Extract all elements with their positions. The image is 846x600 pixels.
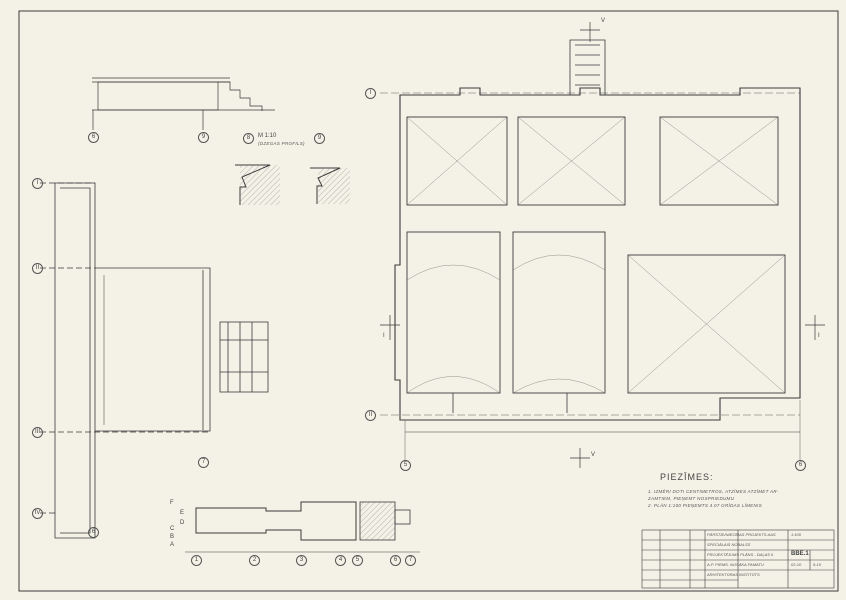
grid-bubble: 6 xyxy=(390,555,401,566)
title-scale: 1:100 xyxy=(791,532,802,537)
grid-bubble: III xyxy=(32,427,43,438)
title-block xyxy=(641,529,835,589)
section-mark: V xyxy=(591,452,596,458)
detail-mark: 9 xyxy=(314,133,325,144)
title-sheet-name: PROJEKTĒJUMS PLĀNS - DAĻAS II xyxy=(707,552,774,557)
row-label: B xyxy=(170,534,175,540)
grid-bubble: 6 xyxy=(88,132,99,143)
title-object: SPECIĀLAIS NOBALSS xyxy=(707,542,751,547)
grid-bubble: IV xyxy=(32,508,43,519)
grid-bubble: I xyxy=(365,88,376,99)
grid-bubble: 7 xyxy=(405,555,416,566)
row-label: D xyxy=(180,520,185,526)
row-label: A xyxy=(170,542,175,548)
title-content: A.P. PIRMS. NOSĀKA PAMATU xyxy=(707,562,764,567)
grid-bubble: 3 xyxy=(296,555,307,566)
section-mark: I xyxy=(383,333,385,339)
detail-mark: 8 xyxy=(243,133,254,144)
grid-bubble: 6 xyxy=(795,460,806,471)
left-foundation-plan xyxy=(40,182,269,539)
title-number: 02-10 xyxy=(791,562,802,567)
detail-scale: M 1:10 xyxy=(258,133,277,139)
section-mark: I xyxy=(818,333,820,339)
grid-bubble: 7 xyxy=(198,457,209,468)
note-line: ZAMTIEM, PIEŅEMT NOSPRIEDUMU xyxy=(648,496,735,501)
sheet-border xyxy=(18,10,839,592)
grid-bubble: 9 xyxy=(198,132,209,143)
row-label: F xyxy=(170,500,174,506)
title-org: ARHITEKTŪRAS INSTITŪTS xyxy=(707,572,760,577)
row-label: C xyxy=(170,526,175,532)
grid-bubble: II xyxy=(365,410,376,421)
grid-bubble: 5 xyxy=(352,555,363,566)
main-floor-plan xyxy=(380,22,825,468)
rooms xyxy=(406,116,786,394)
foundation-strip-plan xyxy=(185,501,420,553)
title-code: BBE.1 xyxy=(791,551,809,557)
elevation-view xyxy=(92,77,275,130)
grid-bubble: 1 xyxy=(191,555,202,566)
note-line: 1. IZMĒRI DOTI CENTIMETROS, ATZĪMES ATZĪ… xyxy=(648,489,779,494)
title-sheet-no: 9-10 xyxy=(813,562,822,567)
row-label: E xyxy=(180,510,185,516)
grid-bubble: I xyxy=(32,178,43,189)
title-project: PĀRSTĀVNIECĪBAS PROJEKTS AAS xyxy=(707,532,776,537)
grid-bubble: 6 xyxy=(88,527,99,538)
grid-bubble: II xyxy=(32,263,43,274)
grid-bubble: 2 xyxy=(249,555,260,566)
notes-title: PIEZĪMES: xyxy=(660,472,714,482)
grid-bubble: 5 xyxy=(400,460,411,471)
section-mark: V xyxy=(601,18,606,24)
detail-caption: (DZEGAS PROFILS) xyxy=(258,141,305,146)
note-line: 2. PLĀN 1:100 PIEŅEMTS 4.07 GRĪDAS LĪMEN… xyxy=(648,503,762,508)
grid-bubble: 4 xyxy=(335,555,346,566)
cornice-profile-details xyxy=(235,164,350,205)
